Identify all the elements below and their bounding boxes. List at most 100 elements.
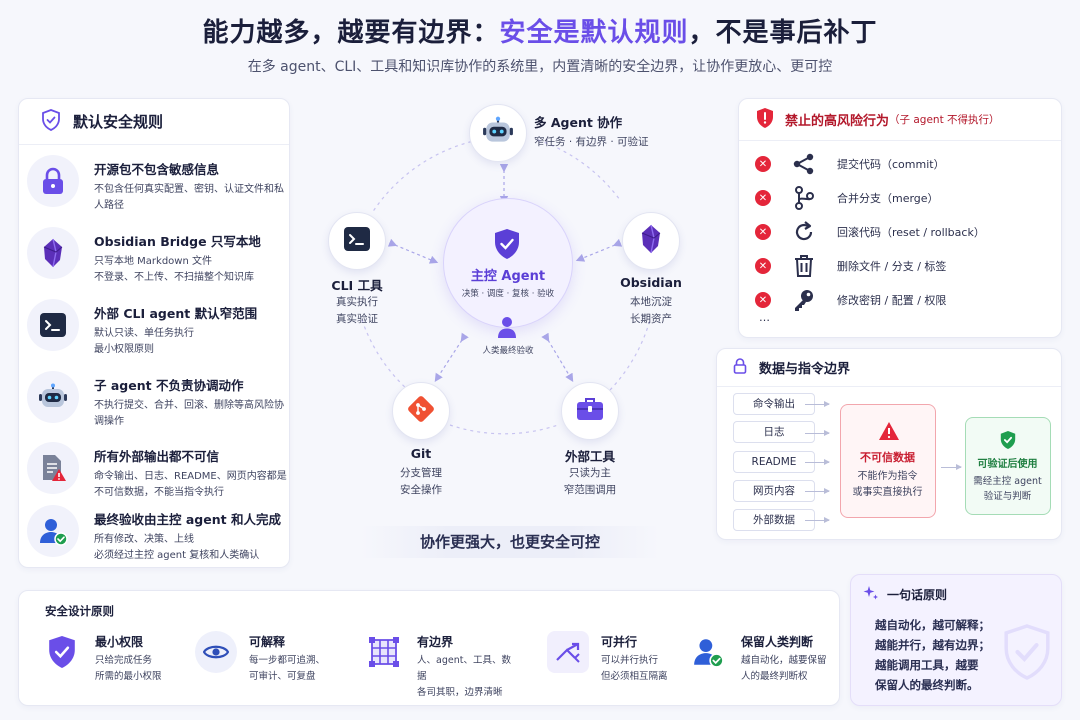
terminal-icon (27, 299, 79, 351)
motto-lines: 越自动化，越可解释； 越能并行，越有边界； 越能调用工具，越要 保留人的最终判断… (875, 615, 990, 695)
node-obsidian-desc: 长期资产 (630, 313, 672, 325)
node-tools-title: 外部工具 (564, 449, 615, 464)
trash-icon (789, 254, 819, 278)
node-cli-title: CLI 工具 (331, 278, 383, 293)
collaboration-slogan: 协作更强大，也更安全可控 (360, 526, 660, 558)
node-external-tools (561, 382, 619, 440)
data-source-tag: 命令输出 (733, 393, 815, 415)
principle-human-judgment: 保留人类判断 越自动化，越要保留 人的最终判断权 (687, 631, 837, 691)
node-multi-agent-desc: 窄任务 · 有边界 · 可验证 (534, 136, 649, 148)
orbit-arc (609, 319, 651, 391)
rules-panel-title: 默认安全规则 (73, 113, 164, 131)
principle-title: 有边界 (417, 635, 454, 649)
node-obsidian-title: Obsidian (620, 275, 682, 290)
motto-title: 一句话原则 (887, 588, 948, 602)
forbidden-item: ✕ 回滚代码（reset / rollback） (755, 219, 1045, 245)
rule-title: 开源包不包含敏感信息 (94, 162, 220, 177)
rule-item-external-untrusted: 所有外部输出都不可信 命令输出、日志、README、网页内容都是不可信数据，不能… (27, 442, 287, 512)
page-title: 能力越多，越要有边界：安全是默认规则，不是事后补丁 (0, 12, 1080, 49)
rule-desc: 所有修改、决策、上线 必须经过主控 agent 复核和人类确认 (94, 534, 260, 561)
shield-check-icon (41, 631, 83, 673)
title-accent: 安全是默认规则 (499, 18, 689, 48)
rule-title: 外部 CLI agent 默认窄范围 (94, 306, 258, 321)
orbit-arc (537, 139, 621, 201)
close-icon: ✕ (755, 292, 771, 308)
shield-check-icon (492, 228, 522, 264)
data-panel-title: 数据与指令边界 (759, 362, 851, 377)
principle-desc: 人、agent、工具、数据 各司其职，边界清晰 (417, 655, 511, 698)
untrusted-desc: 不能作为指令 或事实直接执行 (852, 471, 923, 498)
rule-item-obsidian-local: Obsidian Bridge 只写本地 只写本地 Markdown 文件 不登… (27, 227, 285, 297)
rule-item-cli-narrow: 外部 CLI agent 默认窄范围 默认只读、单任务执行 最小权限原则 (27, 299, 285, 369)
forbidden-panel-title: 禁止的高风险行为 (785, 114, 890, 129)
node-obsidian (622, 212, 680, 270)
data-source-tag: README (733, 451, 815, 473)
forbidden-item-label: 提交代码（commit） (837, 158, 945, 171)
main-agent-hub (443, 198, 573, 328)
data-source-tag: 日志 (733, 421, 815, 443)
rule-title: Obsidian Bridge 只写本地 (94, 234, 261, 249)
rule-desc: 默认只读、单任务执行 最小权限原则 (94, 328, 194, 355)
node-obsidian-desc: 本地沉淀 (630, 296, 672, 308)
robot-icon (27, 371, 79, 423)
sparkle-icon (863, 585, 879, 605)
orbit-arc (371, 139, 479, 214)
verified-title: 可验证后使用 (977, 459, 1038, 470)
user-check-icon (687, 631, 729, 673)
rules-panel-header: 默认安全规则 (19, 99, 289, 145)
node-git-desc: 分支管理 (400, 467, 442, 479)
lock-icon (733, 357, 747, 378)
node-multi-agent (469, 104, 527, 162)
close-icon: ✕ (755, 224, 771, 240)
forbidden-item: ✕ 删除文件 / 分支 / 标签 (755, 253, 1045, 279)
untrusted-title: 不可信数据 (860, 451, 915, 464)
title-tail: ，不是事后补丁 (688, 18, 878, 48)
close-icon: ✕ (755, 190, 771, 206)
obsidian-icon (27, 227, 79, 279)
rule-item-final-acceptance: 最终验收由主控 agent 和人完成 所有修改、决策、上线 必须经过主控 age… (27, 505, 285, 575)
motto-line: 保留人的最终判断。 (875, 678, 979, 692)
rule-item-subagent-no-coordination: 子 agent 不负责协调动作 不执行提交、合并、回滚、删除等高风险协调操作 (27, 371, 285, 441)
page-subtitle: 在多 agent、CLI、工具和知识库协作的系统里，内置清晰的安全边界，让协作更… (247, 59, 833, 75)
node-git-title: Git (410, 446, 432, 461)
terminal-icon (343, 226, 371, 256)
forbidden-item-label: 修改密钥 / 配置 / 权限 (837, 294, 947, 307)
verified-desc: 需经主控 agent 验证与判断 (973, 476, 1042, 502)
git-icon (406, 394, 436, 428)
rollback-icon (789, 220, 819, 244)
spoke-git (434, 332, 469, 383)
principle-explainable: 可解释 每一步都可追溯、 可审计、可复盘 (195, 631, 345, 691)
principle-boundaries: 有边界 人、agent、工具、数据 各司其职，边界清晰 (363, 631, 513, 698)
shield-check-icon (999, 430, 1017, 454)
spoke-tools (541, 332, 574, 383)
rule-desc: 不包含任何真实配置、密钥、认证文件和私人路径 (94, 184, 284, 211)
forbidden-item: ✕ 提交代码（commit） (755, 151, 1045, 177)
spoke-cli (387, 238, 439, 264)
user-check-icon (27, 505, 79, 557)
key-icon (789, 288, 819, 312)
principle-desc: 每一步都可追溯、 可审计、可复盘 (249, 655, 326, 682)
node-multi-agent-title: 多 Agent 协作 (534, 115, 623, 130)
principle-least-privilege: 最小权限 只给完成任务 所需的最小权限 (41, 631, 191, 691)
eye-icon (195, 631, 237, 673)
person-icon (497, 316, 517, 344)
node-tools-desc: 窄范围调用 (563, 484, 617, 496)
shield-watermark-icon (1001, 623, 1053, 685)
design-principles-panel: 安全设计原则 最小权限 只给完成任务 所需的最小权限 可解释 每一步都可追溯、 … (18, 590, 840, 706)
toolbox-icon (575, 396, 605, 426)
lock-icon (27, 155, 79, 207)
data-boundary-panel: 数据与指令边界 命令输出 日志 README 网页内容 外部数据 不可信数据 不… (716, 348, 1062, 540)
forbidden-item: ✕ 修改密钥 / 配置 / 权限 (755, 287, 1045, 313)
forbidden-panel-note: （子 agent 不得执行） (889, 114, 1000, 126)
principle-title: 可并行 (601, 635, 638, 649)
rule-title: 最终验收由主控 agent 和人完成 (94, 512, 281, 527)
flow-arrow (805, 488, 830, 494)
flow-arrow (805, 459, 830, 465)
orbit-arc (361, 319, 409, 391)
data-source-tag: 网页内容 (733, 480, 815, 502)
title-main: 能力越多，越要有边界： (202, 18, 500, 48)
rule-desc: 命令输出、日志、README、网页内容都是不可信数据，不能当指令执行 (94, 471, 287, 498)
forbidden-panel-header: 禁止的高风险行为 （子 agent 不得执行） (739, 99, 1061, 141)
merge-icon (789, 186, 819, 210)
spoke-obsidian (575, 238, 623, 262)
